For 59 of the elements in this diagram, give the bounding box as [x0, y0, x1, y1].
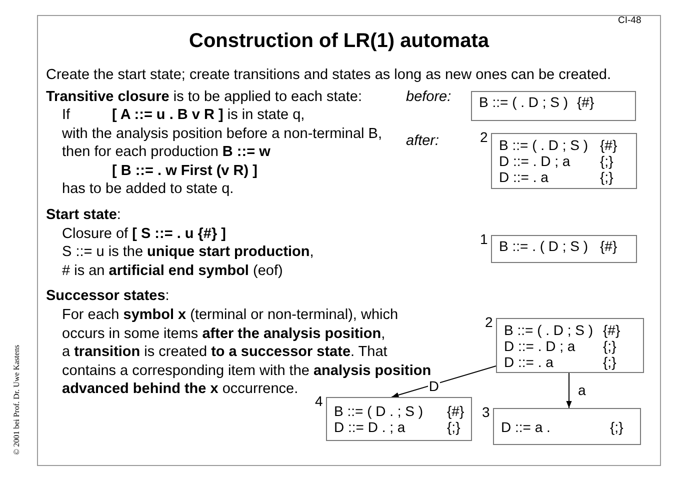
body-text: [ A ::= u . B v R ] is in state q, [112, 107, 305, 124]
state-box [491, 235, 637, 263]
body-text: has to be added to state q. [62, 181, 234, 198]
lr-item: D ::= . D ; a [504, 338, 576, 354]
body-text: [ B ::= . w First (v R) ] [112, 163, 258, 180]
body-text: Start state: [46, 207, 121, 224]
lookahead-set: {#} [600, 238, 618, 254]
body-text: then for each production B ::= w [62, 144, 270, 161]
state-box [493, 408, 641, 445]
state-box [496, 318, 644, 373]
example-label: before: [406, 89, 452, 106]
state-number: 1 [480, 231, 488, 247]
body-text: with the analysis position before a non-terminal B, [62, 126, 382, 143]
lookahead-set: {;} [610, 418, 624, 434]
state-number: 4 [315, 393, 323, 409]
state-box [491, 133, 637, 189]
state-number: 3 [482, 404, 490, 420]
slide-title: Construction of LR(1) automata [188, 30, 490, 52]
state-number: 2 [480, 129, 488, 145]
lr-item: B ::= . ( D ; S ) [499, 238, 588, 254]
lookahead-set: {;} [447, 419, 460, 435]
transition-arrow [566, 372, 572, 408]
lr-item: D ::= a . [501, 418, 550, 434]
copyright-note: © 2001 bei Prof. Dr. Uwe Kastens [12, 344, 21, 455]
lr-item: B ::= ( D . ; S ) [334, 403, 424, 419]
lr-item: D ::= . a [499, 169, 548, 185]
lookahead-set: {;} [600, 169, 614, 185]
slide-number: CI-48 [618, 15, 642, 26]
lookahead-set: {;} [600, 153, 614, 169]
body-text: Closure of [ S ::= . u {#} ] [62, 226, 226, 243]
body-text: a transition is created to a successor state. That [62, 344, 388, 361]
body-text: S ::= u is the unique start production, [62, 244, 314, 261]
body-text: # is an artificial end symbol (eof) [62, 263, 283, 280]
lr-item: B ::= ( . D ; S ) [499, 137, 588, 153]
lookahead-set: {;} [603, 354, 616, 370]
body-text: advanced behind the x occurrence. [62, 381, 298, 398]
body-text: Transitive closure is to be applied to each state: [46, 89, 362, 106]
lookahead-set: {#} [447, 403, 464, 419]
lookahead-set: {;} [603, 338, 616, 354]
body-text: contains a corresponding item with the analysis position [62, 363, 432, 380]
state-box [471, 91, 636, 121]
lookahead-set: {#} [577, 94, 594, 110]
lr-item: B ::= ( . D ; S ) [504, 322, 594, 338]
state-box [326, 397, 472, 441]
lr-item: D ::= D . ; a [334, 419, 406, 435]
edge-label: D [428, 378, 440, 394]
body-text: occurs in some items after the analysis position, [62, 326, 386, 343]
body-text: Successor states: [46, 288, 170, 305]
body-text: Create the start state; create transitions and states as long as new ones can be created. [46, 67, 612, 84]
body-text: If [62, 107, 70, 124]
lr-item: D ::= . a [504, 354, 554, 370]
body-text: For each symbol x (terminal or non-terminal), which [62, 307, 398, 324]
example-label: after: [406, 133, 440, 150]
lookahead-set: {#} [600, 137, 618, 153]
state-number: 2 [485, 314, 493, 330]
lr-item: D ::= . D ; a [499, 153, 570, 169]
transition-arrow [391, 366, 496, 398]
lr-item: B ::= ( . D ; S ) [479, 94, 568, 110]
lookahead-set: {#} [603, 322, 620, 338]
